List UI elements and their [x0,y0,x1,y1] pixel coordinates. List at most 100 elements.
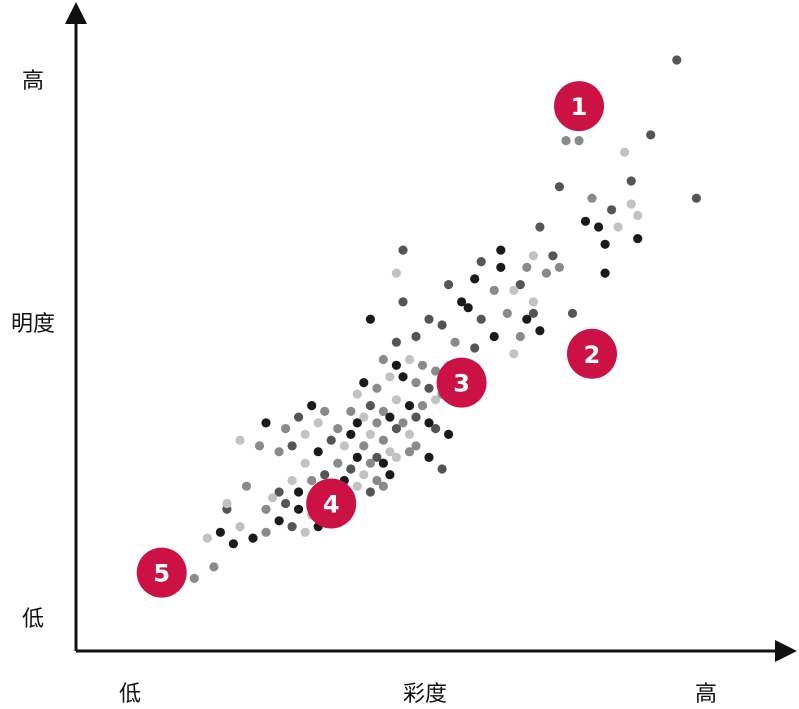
scatter-point [307,475,317,486]
marker-label-3: 3 [453,370,470,398]
scatter-point [307,401,317,411]
scatter-point [378,481,388,491]
scatter-point [385,447,395,457]
scatter-point [398,297,408,307]
scatter-point [372,475,382,486]
marker-label-2: 2 [584,341,601,369]
scatter-point [228,539,238,549]
scatter-point [254,441,265,451]
scatter-point [352,418,362,428]
scatter-point [431,366,441,376]
scatter-point [365,429,375,439]
scatter-point [424,418,434,428]
scatter-point [554,182,565,192]
scatter-point [346,429,356,439]
scatter-point [294,412,304,422]
scatter-point [515,331,525,342]
scatter-point [359,441,369,451]
marker-1 [554,81,604,132]
scatter-point [411,378,421,388]
scatter-point [372,383,382,393]
scatter-point [378,354,388,365]
scatter-point [672,55,682,65]
scatter-point [391,424,401,434]
scatter-point [326,435,336,445]
marker-label-5: 5 [153,560,170,588]
scatter-point [496,245,506,255]
scatter-point [378,406,388,416]
scatter-point [241,481,252,491]
scatter-point [391,268,401,278]
scatter-point [444,280,454,290]
scatter-point [300,527,310,537]
scatter-point [261,418,271,428]
scatter-point [385,470,395,480]
scatter-point [411,331,421,342]
scatter-point [600,239,610,249]
scatter-point [274,516,284,526]
scatter-point [574,136,584,146]
scatter-point [476,257,486,267]
scatter-point [287,475,297,486]
x-tick-label-high: 高 [695,682,717,707]
scatter-point [300,429,310,439]
scatter-point [417,401,428,411]
scatter-point [535,222,545,232]
scatter-point [346,464,356,474]
scatter-point [431,395,441,405]
scatter-point [502,308,512,318]
scatter-point [633,210,643,221]
scatter-point [535,326,545,336]
scatter-point [567,308,578,318]
scatter-point [450,337,460,347]
scatter-point [378,458,388,468]
scatter-point [437,464,447,474]
scatter-point [437,320,447,330]
scatter-point [417,360,428,370]
scatter-point [352,481,362,491]
x-axis-label: 彩度 [403,682,447,707]
scatter-point [476,314,486,324]
scatter-point [320,406,330,416]
scatter-point [281,498,291,509]
scatter-point [268,493,278,503]
scatter-point [561,136,571,146]
scatter-point [300,458,310,468]
scatter-point [222,498,232,509]
scatter-point [294,504,304,514]
scatter-point [352,452,362,462]
scatter-point [600,268,610,278]
scatter-point [431,424,441,434]
scatter-points [189,55,702,584]
marker-3 [436,357,487,408]
scatter-point [620,147,630,157]
scatter-point [626,176,636,186]
scatter-point [398,245,408,255]
scatter-point [333,424,343,434]
scatter-point [587,193,597,203]
scatter-point [235,522,245,532]
scatter-point [261,504,271,514]
scatter-point [404,354,415,365]
scatter-point [346,406,356,416]
x-axis-arrow [775,640,797,662]
y-axis-label: 明度 [11,312,55,337]
scatter-point [398,372,408,382]
scatter-point [385,372,395,382]
scatter-point [294,487,304,497]
scatter-point [444,429,454,439]
scatter-point [489,285,499,295]
scatter-point [372,418,382,428]
scatter-point [463,303,473,313]
y-tick-label-high: 高 [22,69,44,94]
scatter-point [633,234,643,244]
scatter-point [274,487,284,497]
scatter-point [391,452,401,462]
scatter-point [391,360,401,370]
scatter-point [515,280,525,290]
scatter-point [470,274,480,284]
marker-4 [306,478,357,529]
scatter-point [580,216,591,226]
scatter-point [470,343,480,353]
